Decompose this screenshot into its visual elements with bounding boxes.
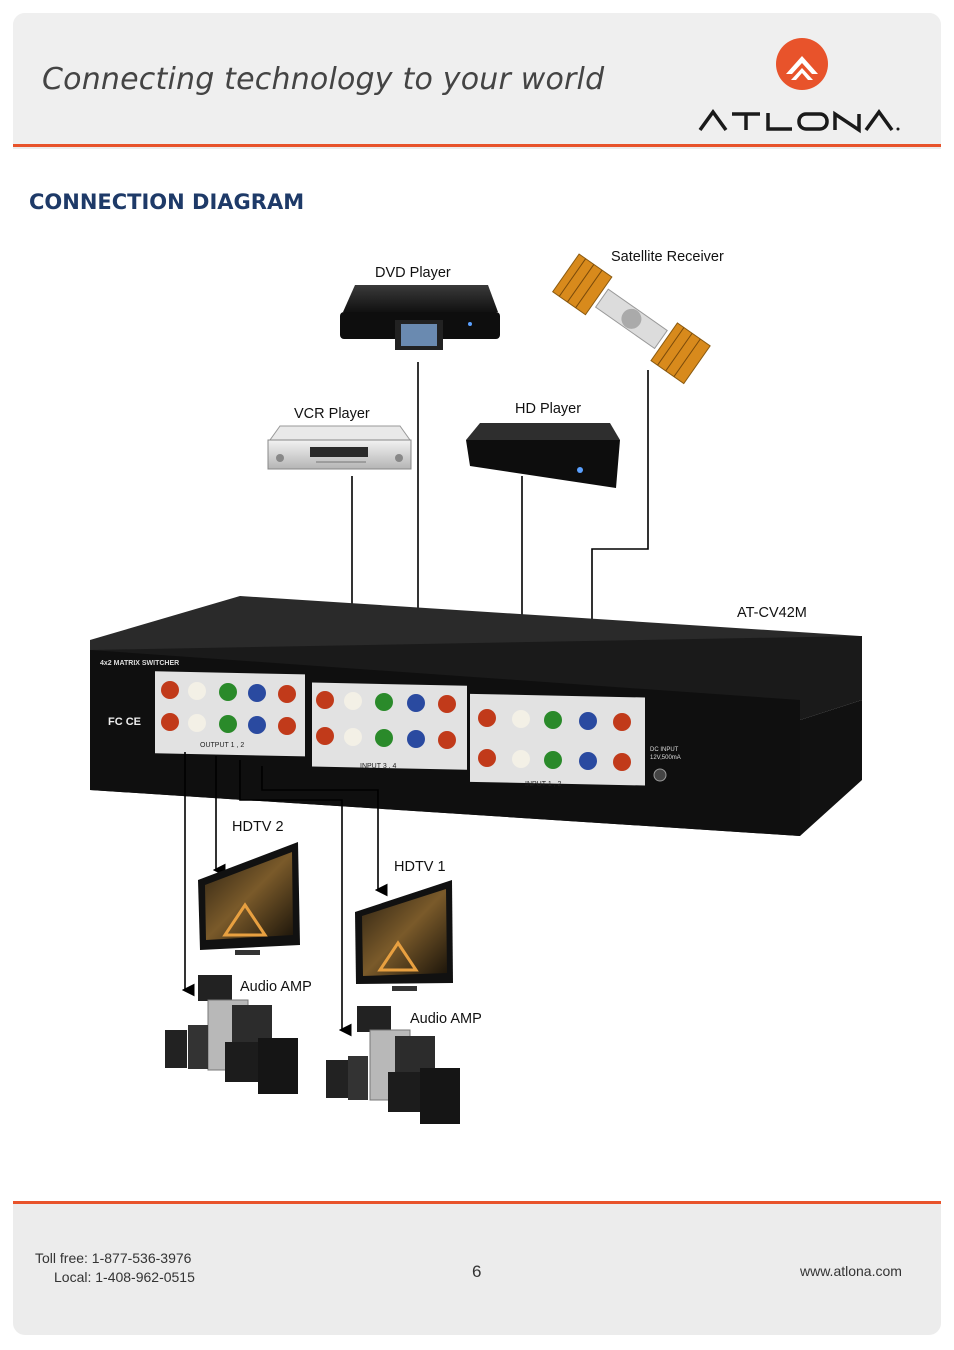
- fc-ce-mark: FC CE: [108, 716, 141, 728]
- switcher-model-label: AT-CV42M: [737, 605, 807, 621]
- atlona-logo: [698, 38, 900, 134]
- audio-amp-1-label: Audio AMP: [240, 979, 312, 995]
- switcher-title-text: 4x2 MATRIX SWITCHER: [100, 660, 180, 667]
- output-connection-lines: [181, 752, 388, 1037]
- hdtv-2-icon: [198, 842, 300, 955]
- dvd-player-icon: [340, 285, 500, 350]
- input-34-panel-label: INPUT 3 , 4: [360, 763, 397, 770]
- footer-rule: [13, 1201, 941, 1204]
- dc-input-label: DC INPUT: [650, 747, 679, 753]
- page-number: 6: [472, 1262, 482, 1281]
- hd-player-label: HD Player: [515, 401, 582, 417]
- switcher-device: [90, 596, 862, 836]
- dvd-player-label: DVD Player: [375, 265, 451, 281]
- audio-amp-2-label: Audio AMP: [410, 1011, 482, 1027]
- local-number: Local: 1-408-962-0515: [54, 1269, 195, 1285]
- website-link[interactable]: www.atlona.com: [800, 1263, 902, 1279]
- hdtv-1-label: HDTV 1: [394, 859, 446, 875]
- output-panel-label: OUTPUT 1 , 2: [200, 742, 245, 749]
- hd-player-icon: [466, 423, 620, 488]
- section-title: CONNECTION DIAGRAM: [29, 190, 305, 214]
- toll-free-number: Toll free: 1-877-536-3976: [35, 1250, 192, 1266]
- satellite-receiver-label: Satellite Receiver: [611, 249, 724, 265]
- atlona-logo-mark: [776, 38, 828, 90]
- atlona-wordmark: [698, 109, 894, 134]
- hdtv-1-icon: [355, 880, 453, 991]
- vcr-player-label: VCR Player: [294, 406, 370, 422]
- header-rule: [13, 144, 941, 147]
- vcr-player-icon: [267, 425, 412, 470]
- satellite-receiver-icon: [552, 253, 711, 385]
- audio-amp-1-icon: [165, 975, 298, 1094]
- header-tagline: Connecting technology to your world: [42, 62, 605, 97]
- input-12-panel-label: INPUT 1 , 2: [525, 781, 562, 788]
- audio-amp-2-icon: [326, 1006, 460, 1124]
- dc-spec-label: 12V,500mA: [650, 755, 681, 761]
- hdtv-2-label: HDTV 2: [232, 819, 284, 835]
- rca-connectors: [161, 681, 631, 771]
